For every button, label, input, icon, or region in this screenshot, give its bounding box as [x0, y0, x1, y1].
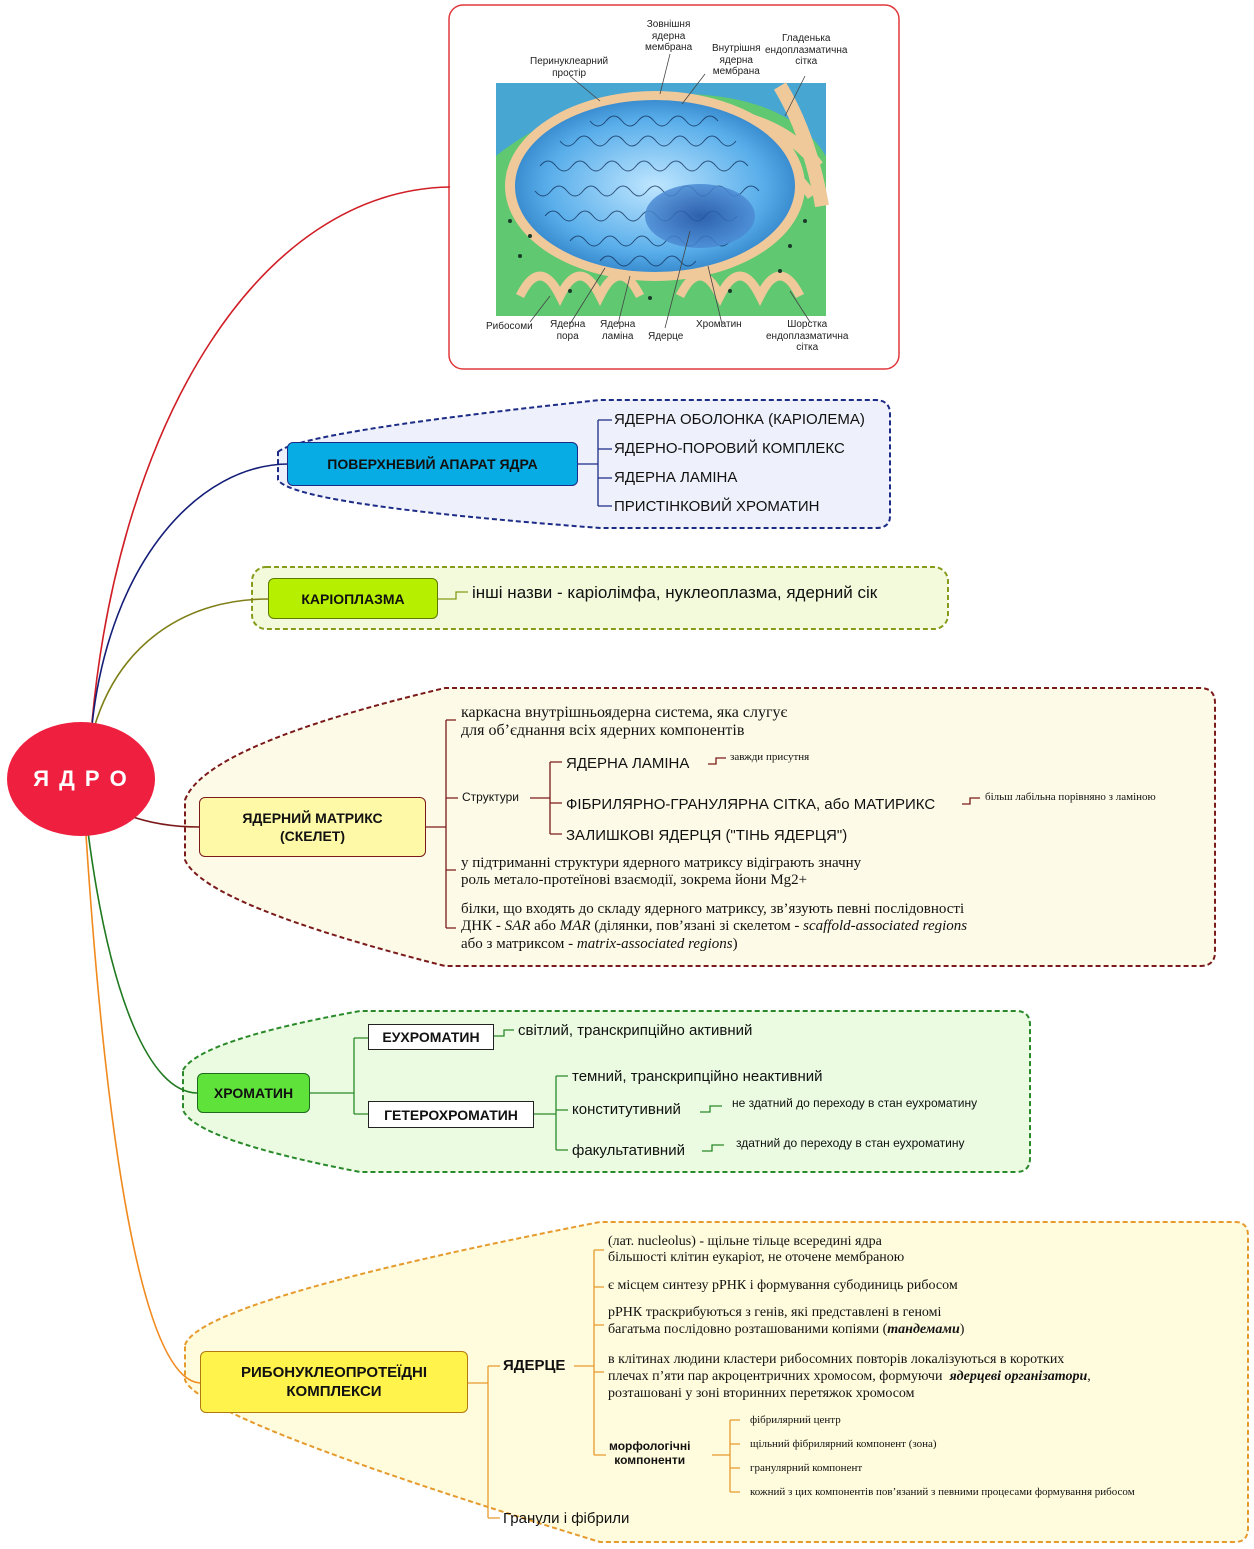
- tandems-pre: рРНК траскрибуються з генів, які предста…: [608, 1305, 942, 1337]
- euchromatin-node[interactable]: ЕУХРОМАТИН: [368, 1024, 494, 1050]
- proteins-line3-pre: або з матриксом -: [461, 935, 577, 952]
- organizers-emphasis: ядерцеві організатори: [949, 1368, 1088, 1384]
- label-perinuclear-space: Перинуклеарний простір: [530, 56, 609, 79]
- label-nuclear-lamina: Ядерна ламіна: [600, 319, 636, 342]
- karyoplasm-title: КАРІОПЛАЗМА: [301, 590, 405, 607]
- surface-node[interactable]: ПОВЕРХНЕВИЙ АПАРАТ ЯДРА: [287, 442, 578, 486]
- heterochromatin-title: ГЕТЕРОХРОМАТИН: [384, 1106, 518, 1123]
- nucleolus-note-definition: (лат. nucleolus) - щільне тільце всереди…: [608, 1234, 905, 1266]
- heterochromatin-description: темний, транскрипційно неактивний: [572, 1068, 823, 1085]
- component-fibrillar-center: фібрилярний центр: [750, 1414, 841, 1426]
- heterochromatin-facultative: факультативний: [572, 1142, 685, 1159]
- granules-fibrils-label: Гранули і фібрили: [503, 1510, 630, 1527]
- matrix-node[interactable]: ЯДЕРНИЙ МАТРИКС (СКЕЛЕТ): [199, 797, 426, 857]
- matrix-structure-network: ФІБРИЛЯРНО-ГРАНУЛЯРНА СІТКА, або МАТИРИК…: [566, 796, 936, 813]
- proteins-dna: ДНК -: [461, 918, 505, 935]
- heterochromatin-constitutive-note: не здатний до переходу в стан еухроматин…: [732, 1096, 978, 1110]
- surface-item: ЯДЕРНА ОБОЛОНКА (КАРІОЛЕМА): [614, 411, 865, 428]
- karyoplasm-note: інші назви - каріолімфа, нуклеоплазма, я…: [472, 583, 878, 602]
- matrix-structure-lamina-note: завжди присутня: [730, 751, 810, 763]
- component-dense-fibrillar: щільний фібрилярний компонент (зона): [750, 1438, 937, 1450]
- nucleus-illustration: [496, 53, 829, 329]
- euchromatin-title: ЕУХРОМАТИН: [382, 1029, 480, 1045]
- nucleolus-note-function: є місцем синтезу рРНК і формування субод…: [608, 1278, 958, 1293]
- matrix-title: ЯДЕРНИЙ МАТРИКС (СКЕЛЕТ): [242, 809, 383, 844]
- tandems-emphasis: тандемами: [887, 1321, 960, 1337]
- surface-item: ЯДЕРНО-ПОРОВИЙ КОМПЛЕКС: [614, 440, 845, 457]
- chromatin-title: ХРОМАТИН: [213, 1085, 294, 1101]
- heterochromatin-constitutive: конститутивний: [572, 1101, 681, 1118]
- nucleolus-label: ЯДЕРЦЕ: [503, 1357, 566, 1374]
- proteins-mar: MAR: [559, 918, 591, 935]
- label-rough-er: Шорстка ендоплазматична сітка: [766, 319, 849, 353]
- label-ribosomes: Рибосоми: [486, 321, 533, 332]
- proteins-line-3: або з матриксом - matrix-associated regi…: [461, 936, 967, 953]
- label-chromatin: Хроматин: [696, 319, 742, 330]
- component-ribosome-note: кожний з цих компонентів пов’язаний з пе…: [750, 1486, 1135, 1498]
- proteins-scaffold: scaffold-associated regions: [803, 918, 968, 935]
- surface-item: ПРИСТІНКОВИЙ ХРОМАТИН: [614, 498, 820, 515]
- organizers-pre: в клітинах людини кластери рибосомних по…: [608, 1352, 1065, 1384]
- proteins-sar: SAR: [504, 918, 531, 935]
- matrix-proteins-note: білки, що входять до складу ядерного мат…: [461, 901, 967, 953]
- matrix-metal-note: у підтриманні структури ядерного матрикс…: [461, 855, 862, 889]
- label-smooth-er: Гладенька ендоплазматична сітка: [765, 33, 848, 67]
- proteins-matrix: matrix-associated regions: [576, 935, 733, 952]
- matrix-structure-network-note: більш лабільна порівняно з ламіною: [985, 791, 1156, 803]
- nucleus-picture: Перинуклеарний простір Зовнішня ядерна м…: [450, 6, 898, 368]
- label-inner-membrane: Внутрішня ядерна мембрана: [712, 43, 761, 77]
- proteins-line-1: білки, що входять до складу ядерного мат…: [461, 901, 965, 917]
- root-label: Я Д Р О: [33, 766, 129, 791]
- nucleolus-note-tandems: рРНК траскрибуються з генів, які предста…: [608, 1305, 964, 1339]
- root-node[interactable]: Я Д Р О: [7, 722, 155, 836]
- rnp-node[interactable]: РИБОНУКЛЕОПРОТЕЇДНІ КОМПЛЕКСИ: [200, 1351, 468, 1413]
- nucleolus-note-organizers: в клітинах людини кластери рибосомних по…: [608, 1352, 1091, 1402]
- chromatin-node[interactable]: ХРОМАТИН: [197, 1073, 310, 1113]
- surface-item: ЯДЕРНА ЛАМІНА: [614, 469, 738, 486]
- matrix-structure-residual-nucleoli: ЗАЛИШКОВІ ЯДЕРЦЯ ("ТІНЬ ЯДЕРЦЯ"): [566, 827, 848, 844]
- organizers-post: , розташовані у зоні вторинних перетяжок…: [608, 1368, 1091, 1401]
- surface-title: ПОВЕРХНЕВИЙ АПАРАТ ЯДРА: [327, 456, 538, 472]
- matrix-structures-label: Структури: [462, 790, 519, 804]
- proteins-or: або: [530, 918, 560, 935]
- proteins-line3-post: ): [732, 935, 738, 952]
- heterochromatin-node[interactable]: ГЕТЕРОХРОМАТИН: [368, 1101, 534, 1128]
- tandems-post: ): [959, 1321, 965, 1337]
- karyoplasm-node[interactable]: КАРІОПЛАЗМА: [268, 578, 438, 619]
- label-nuclear-pore: Ядерна пора: [550, 319, 586, 342]
- component-granular: гранулярний компонент: [750, 1462, 863, 1474]
- heterochromatin-facultative-note: здатний до переходу в стан еухроматину: [736, 1136, 965, 1150]
- label-outer-membrane: Зовнішня ядерна мембрана: [645, 19, 693, 53]
- matrix-description: каркасна внутрішньоядерна система, яка с…: [461, 704, 788, 740]
- matrix-structure-lamina: ЯДЕРНА ЛАМІНА: [566, 755, 690, 772]
- proteins-line-2: ДНК - SAR або MAR (ділянки, пов’язані зі…: [461, 918, 967, 935]
- morphological-components-label: морфологічні компоненти: [609, 1439, 691, 1467]
- label-nucleolus: Ядерце: [648, 331, 684, 342]
- euchromatin-note: світлий, транскрипційно активний: [518, 1022, 753, 1039]
- rnp-title: РИБОНУКЛЕОПРОТЕЇДНІ КОМПЛЕКСИ: [241, 1363, 427, 1401]
- proteins-mid: (ділянки, пов’язані зі скелетом -: [590, 918, 804, 935]
